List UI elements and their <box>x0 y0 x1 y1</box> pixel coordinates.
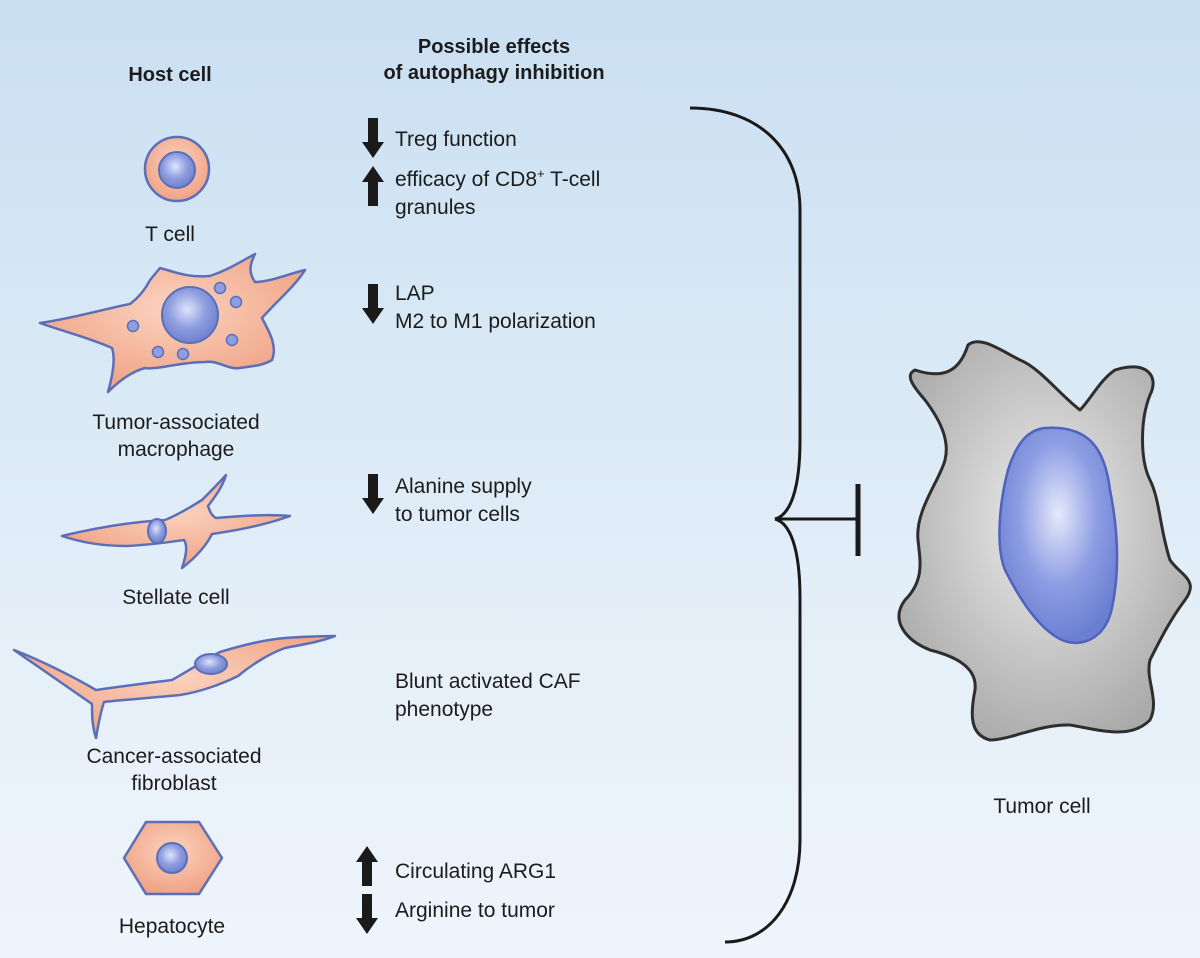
t-cell-icon <box>143 135 211 203</box>
effect-alanine-supply: Alanine supply <box>395 475 532 498</box>
host-cell-header: Host cell <box>128 64 212 86</box>
effect-alanine-target: to tumor cells <box>395 503 520 526</box>
inhibition-bracket-icon <box>689 106 861 944</box>
effect-lap: LAP <box>395 282 435 305</box>
effect-caf-line1: Blunt activated CAF <box>395 670 581 693</box>
caf-label-line1: Cancer-associated <box>86 745 262 768</box>
effect-cd8-granules: granules <box>395 196 476 219</box>
effects-header-line2: of autophagy inhibition <box>383 62 605 84</box>
effect-circulating-arg1: Circulating ARG1 <box>395 860 557 883</box>
macrophage-label-line1: Tumor-associated <box>92 411 260 434</box>
fibroblast-icon <box>12 634 337 740</box>
effects-header-line1: Possible effects <box>417 36 571 58</box>
down-arrow-icon <box>356 894 378 934</box>
up-arrow-icon <box>362 166 384 206</box>
effect-caf-line2: phenotype <box>395 698 494 721</box>
t-cell-label: T cell <box>145 223 195 246</box>
down-arrow-icon <box>362 118 384 158</box>
stellate-cell-icon <box>60 473 292 570</box>
hepatocyte-label: Hepatocyte <box>118 915 226 938</box>
effect-treg-function: Treg function <box>395 128 517 151</box>
down-arrow-icon <box>362 284 384 324</box>
hepatocyte-icon <box>122 820 224 896</box>
macrophage-icon <box>38 252 307 394</box>
caf-label-line2: fibroblast <box>131 772 217 795</box>
down-arrow-icon <box>362 474 384 514</box>
macrophage-label-line2: macrophage <box>117 438 235 461</box>
effect-cd8-efficacy: efficacy of CD8+ T-cell <box>395 166 601 191</box>
effect-m2-m1: M2 to M1 polarization <box>395 310 596 333</box>
tumor-cell-label: Tumor cell <box>993 795 1091 818</box>
tumor-cell-icon <box>897 340 1192 742</box>
stellate-label: Stellate cell <box>122 586 230 609</box>
effect-arginine: Arginine to tumor <box>395 899 555 922</box>
up-arrow-icon <box>356 846 378 886</box>
